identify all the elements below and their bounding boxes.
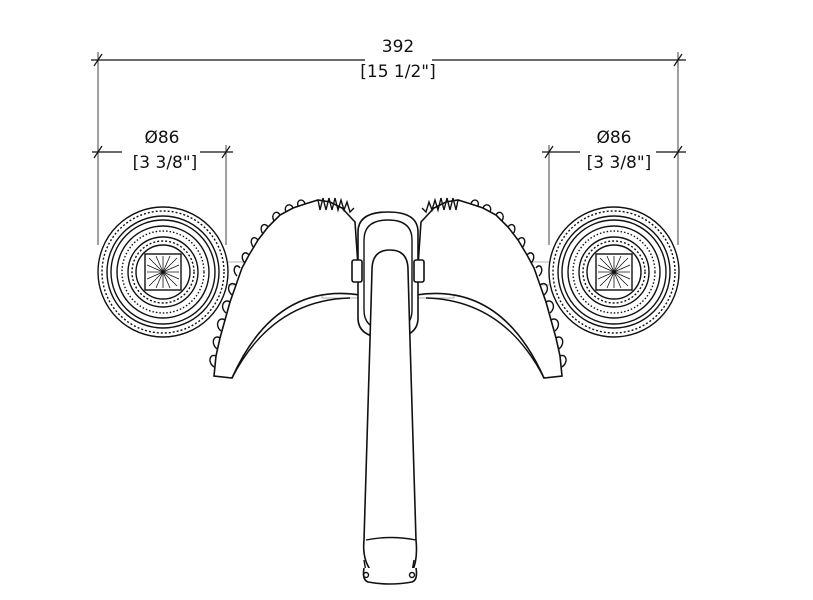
right-handle-diameter: Ø86 (596, 128, 631, 148)
left-leaf-ornament (209, 197, 361, 379)
left-handle-imperial: [3 3/8"] (133, 153, 198, 173)
left-collar (351, 259, 363, 283)
tick-mark (673, 145, 683, 159)
overall-dimension-imperial: [15 1/2"] (360, 62, 435, 82)
tick-mark (673, 53, 683, 67)
overall-dimension: 392 [15 1/2"] (91, 37, 686, 245)
faucet-spout (362, 249, 418, 585)
tick-mark (93, 53, 103, 67)
right-handle-imperial: [3 3/8"] (587, 153, 652, 173)
tick-mark (544, 145, 554, 159)
left-rosette-handle (97, 206, 229, 338)
overall-dimension-value: 392 (382, 37, 414, 57)
right-handle-dimension: Ø86 [3 3/8"] (542, 128, 686, 245)
tick-mark (93, 145, 103, 159)
right-rosette-handle (548, 206, 680, 338)
tick-mark (221, 145, 231, 159)
right-collar (413, 259, 425, 283)
left-handle-diameter: Ø86 (144, 128, 179, 148)
left-handle-dimension: Ø86 [3 3/8"] (92, 128, 233, 245)
right-leaf-ornament (415, 197, 567, 379)
